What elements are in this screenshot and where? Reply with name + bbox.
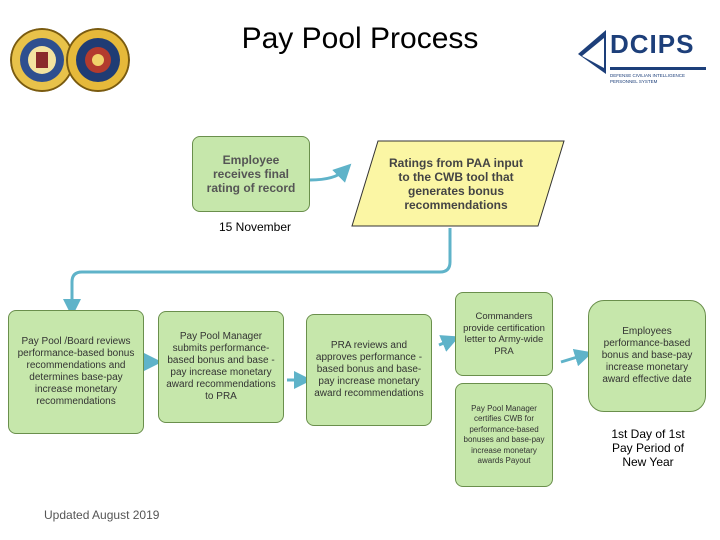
pay-pool-manager-certifies-text: Pay Pool Manager certifies CWB for perfo… xyxy=(463,403,545,466)
updated-footer: Updated August 2019 xyxy=(44,508,160,522)
arrow-pra-to-commanders xyxy=(438,335,460,352)
page-title: Pay Pool Process xyxy=(241,22,479,55)
employee-rating-box: Employee receives final rating of record xyxy=(192,136,310,212)
pay-pool-manager-submits-text: Pay Pool Manager submits performance-bas… xyxy=(166,331,276,402)
pra-reviews-box: PRA reviews and approves performance -ba… xyxy=(306,314,432,426)
dcips-logo-text: DCIPS xyxy=(610,29,695,59)
ratings-paa-shape xyxy=(351,140,565,227)
intelligence-seal-icon xyxy=(66,28,130,92)
pra-reviews-text: PRA reviews and approves performance -ba… xyxy=(314,340,424,399)
pay-pool-board-box: Pay Pool /Board reviews performance-base… xyxy=(8,310,144,434)
pay-pool-manager-submits-box: Pay Pool Manager submits performance-bas… xyxy=(158,311,284,423)
date-first-pay-period: 1st Day of 1st Pay Period of New Year xyxy=(611,427,685,469)
commanders-box: Commanders provide certification letter … xyxy=(455,292,553,376)
arrow-commanders-to-employees xyxy=(560,349,593,367)
employees-effective-text: Employees performance-based bonus and ba… xyxy=(601,326,693,385)
ratings-paa-box: Ratings from PAA input to the CWB tool t… xyxy=(382,148,530,220)
intelligence-seal-logo xyxy=(66,28,130,92)
pay-pool-board-text: Pay Pool /Board reviews performance-base… xyxy=(17,336,135,407)
ratings-paa-text: Ratings from PAA input to the CWB tool t… xyxy=(389,156,523,212)
pay-pool-manager-certifies-box: Pay Pool Manager certifies CWB for perfo… xyxy=(455,383,553,487)
employee-rating-text: Employee receives final rating of record xyxy=(206,153,296,195)
commanders-text: Commanders provide certification letter … xyxy=(463,311,545,357)
dcips-logo: DCIPS DEFENSE CIVILIAN INTELLIGENCE PERS… xyxy=(576,26,706,92)
date-15-november: 15 November xyxy=(218,220,292,234)
employees-effective-box: Employees performance-based bonus and ba… xyxy=(588,300,706,412)
dcips-logo-subtext: DEFENSE CIVILIAN INTELLIGENCE PERSONNEL … xyxy=(610,73,686,84)
arrow-employee-to-ratings xyxy=(309,163,352,183)
arrow-nov-to-board xyxy=(63,228,452,317)
